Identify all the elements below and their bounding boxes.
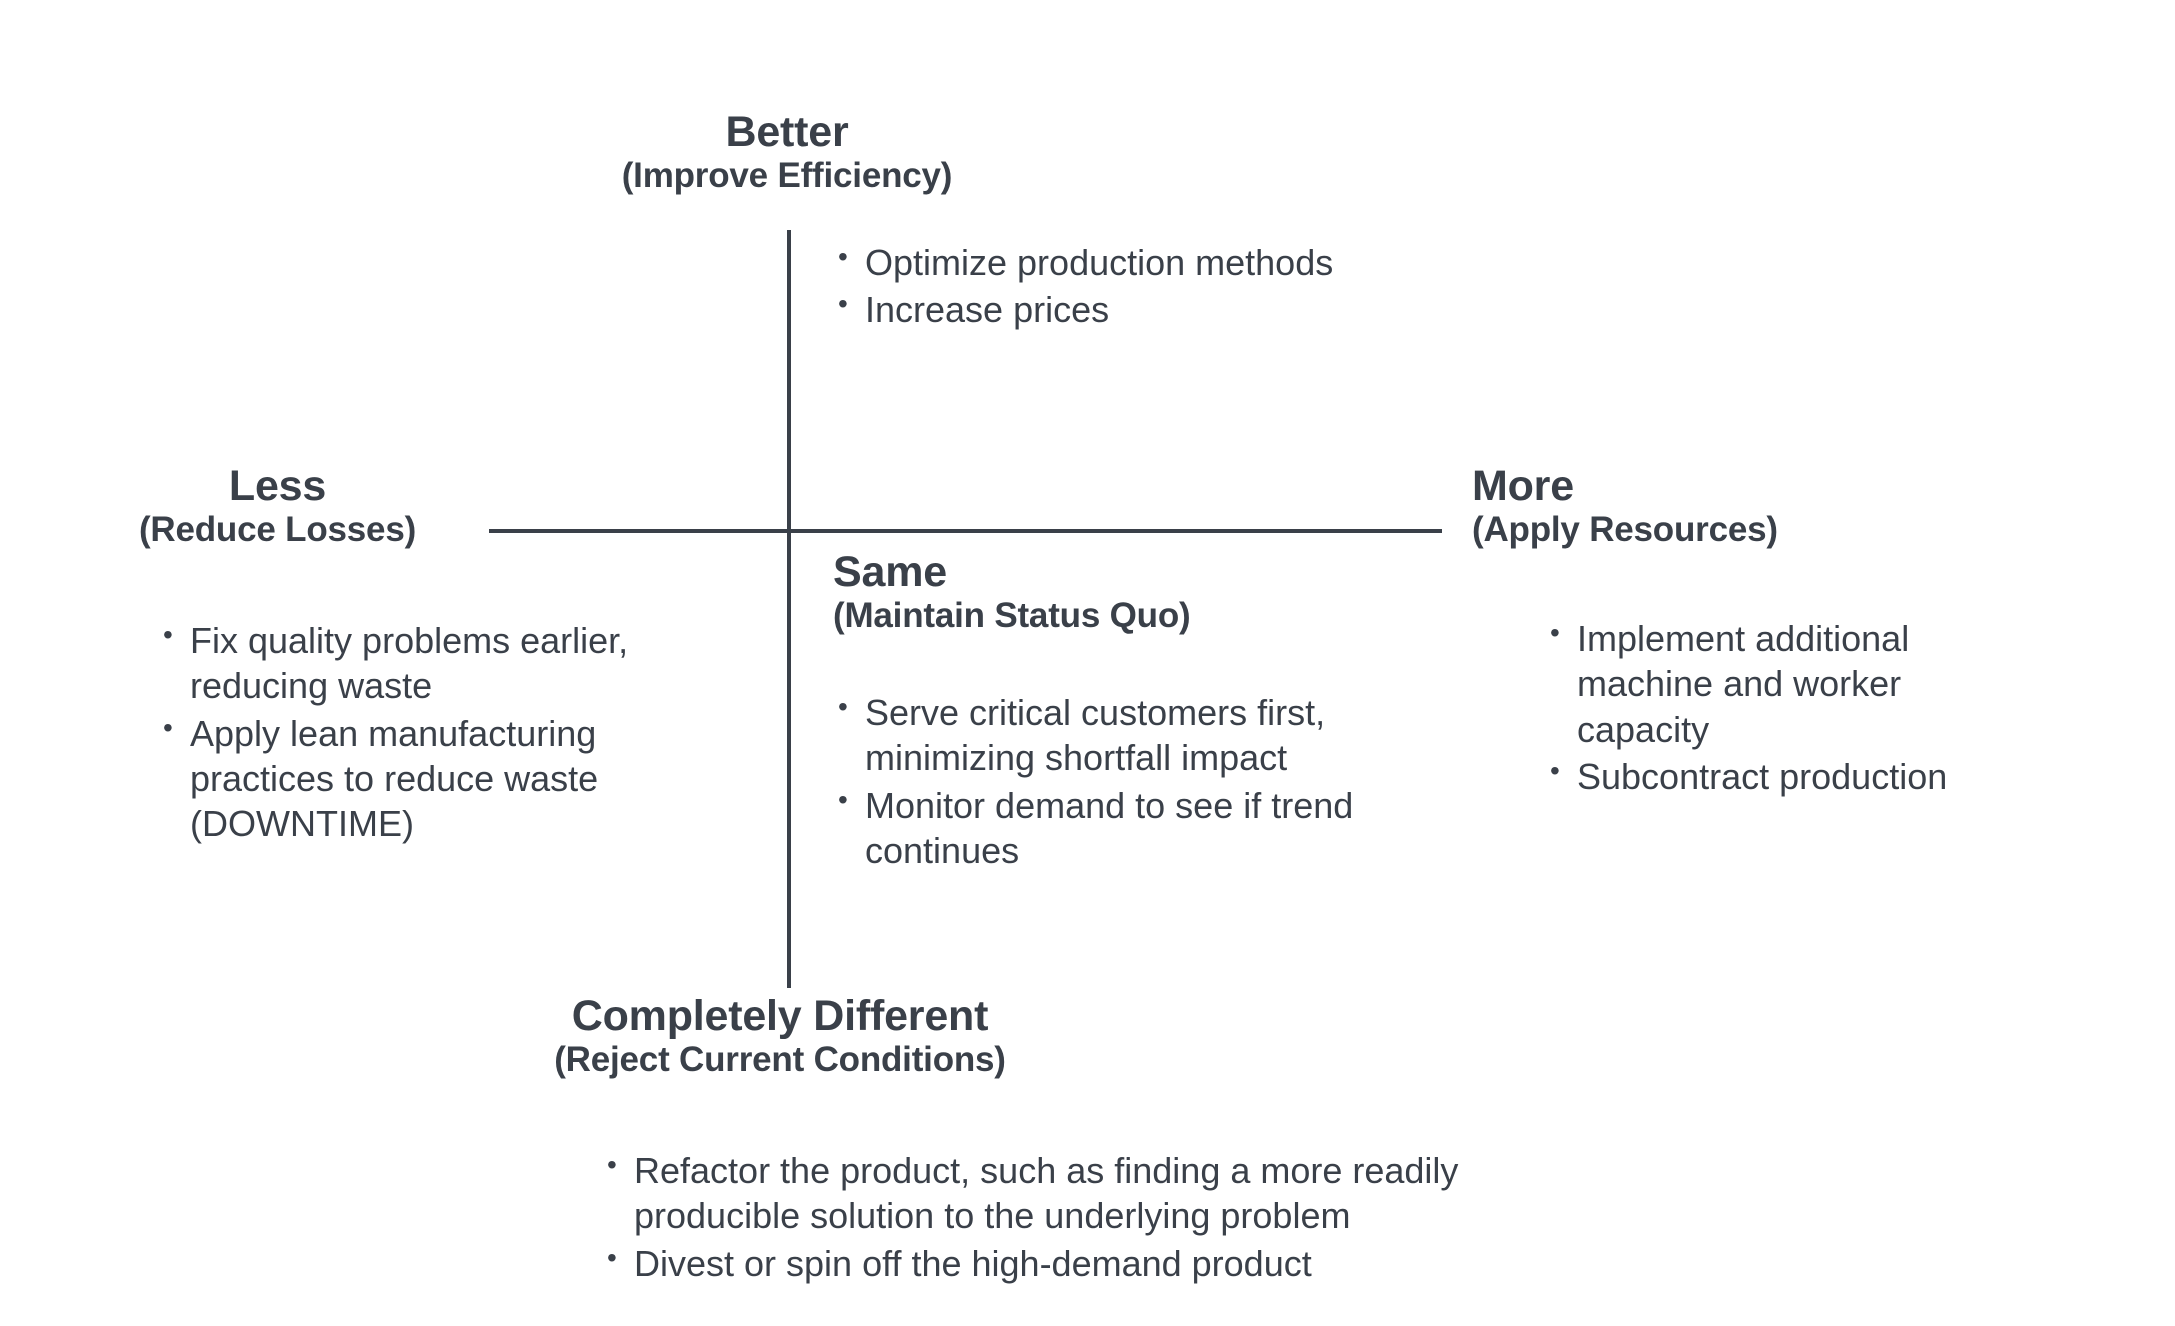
quadrant-bullets-better: Optimize production methods Increase pri… [838, 239, 1478, 335]
quadrant-heading-same: Same (Maintain Status Quo) [833, 548, 1433, 635]
quadrant-subtitle-less: (Reduce Losses) [138, 510, 417, 550]
quadrant-bullets-more: Implement additional machine and worker … [1550, 615, 2010, 801]
list-item: Implement additional machine and worker … [1550, 615, 2010, 752]
quadrant-heading-more: More (Apply Resources) [1472, 462, 2072, 549]
quadrant-subtitle-completely-different: (Reject Current Conditions) [554, 1040, 1006, 1080]
quadrant-subtitle-same: (Maintain Status Quo) [833, 596, 1191, 636]
list-item: Serve critical customers first, minimizi… [838, 689, 1438, 781]
list-item: Subcontract production [1550, 753, 2010, 799]
list-item: Increase prices [838, 286, 1478, 332]
list-item: Fix quality problems earlier, reducing w… [163, 617, 693, 709]
quadrant-subtitle-more: (Apply Resources) [1472, 510, 1778, 550]
list-item: Divest or spin off the high-demand produ… [607, 1240, 1607, 1286]
list-item: Monitor demand to see if trend continues [838, 782, 1438, 874]
quadrant-subtitle-better: (Improve Efficiency) [621, 156, 953, 196]
quadrant-heading-completely-different: Completely Different (Reject Current Con… [480, 992, 1080, 1079]
quadrant-title-better: Better [725, 108, 849, 156]
quadrant-title-less: Less [228, 462, 327, 510]
list-item: Refactor the product, such as finding a … [607, 1147, 1607, 1239]
horizontal-axis-line [489, 529, 1442, 533]
list-item: Apply lean manufacturing practices to re… [163, 710, 693, 847]
quadrant-title-completely-different: Completely Different [571, 992, 989, 1040]
quadrant-bullets-same: Serve critical customers first, minimizi… [838, 689, 1438, 875]
quadrant-title-more: More [1472, 462, 1574, 510]
vertical-axis-line [787, 230, 791, 988]
quadrant-heading-less: Less (Reduce Losses) [90, 462, 465, 549]
quadrant-title-same: Same [833, 548, 947, 596]
quadrant-bullets-less: Fix quality problems earlier, reducing w… [163, 617, 693, 849]
quadrant-bullets-completely-different: Refactor the product, such as finding a … [607, 1147, 1607, 1288]
quadrant-heading-better: Better (Improve Efficiency) [587, 108, 987, 195]
list-item: Optimize production methods [838, 239, 1478, 285]
